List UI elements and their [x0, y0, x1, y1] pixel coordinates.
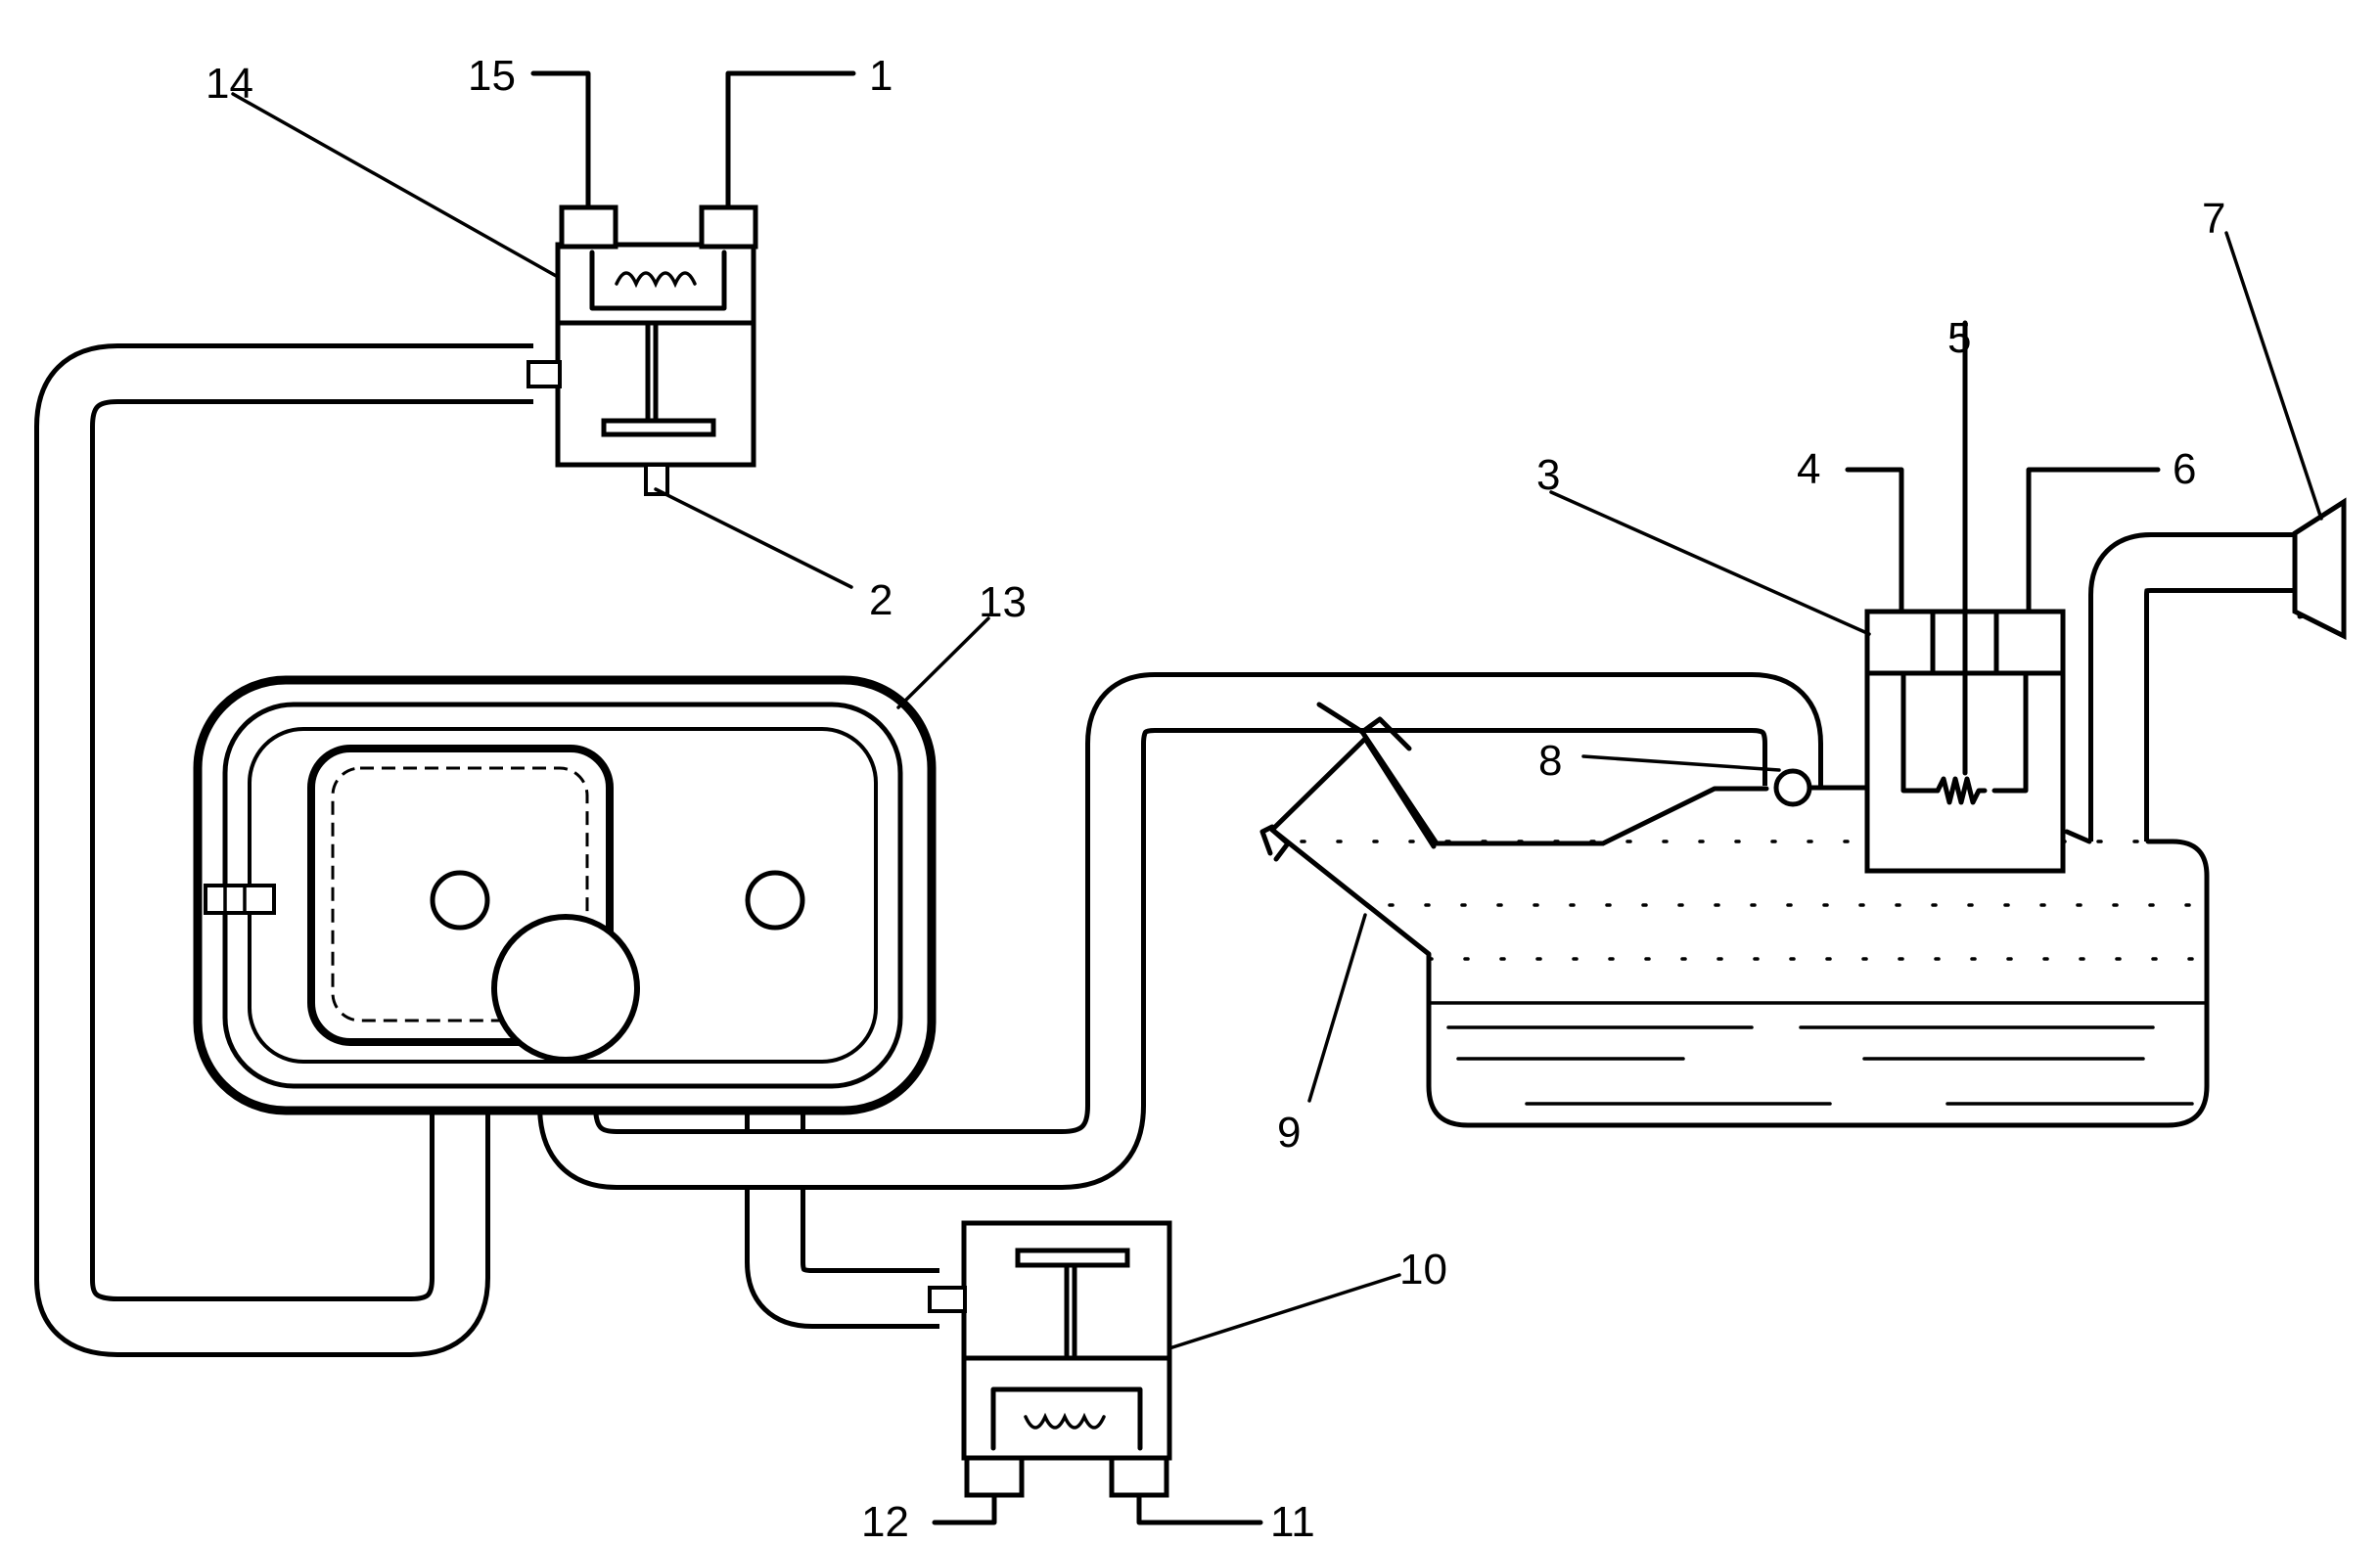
label-5: 5	[1947, 314, 1971, 362]
leader-lines	[231, 92, 2323, 1350]
fuel-tank	[1259, 702, 2210, 1128]
label-9: 9	[1277, 1109, 1301, 1157]
hose-purge-to-canister	[34, 343, 533, 1357]
hose-tank-to-canister	[537, 672, 1823, 1190]
fuel-tank-sensor-module	[1845, 320, 2161, 874]
label-2: 2	[869, 576, 892, 624]
rollover-valve	[1773, 768, 1812, 807]
fuel-surface-dots	[1300, 840, 2204, 961]
purge-solenoid	[526, 70, 856, 496]
label-1: 1	[869, 52, 892, 100]
label-4: 4	[1797, 445, 1820, 493]
label-11: 11	[1270, 1498, 1315, 1545]
vent-solenoid	[928, 1220, 1263, 1525]
callout-labels: 15 14 1 2 13 3 4 5 6 7 8 9 10 11 12	[206, 52, 2225, 1545]
label-14: 14	[206, 60, 253, 108]
label-15: 15	[468, 52, 516, 100]
evap-canister	[193, 675, 937, 1115]
label-6: 6	[2173, 445, 2196, 493]
label-13: 13	[979, 578, 1027, 626]
label-10: 10	[1399, 1246, 1447, 1294]
label-7: 7	[2202, 195, 2225, 243]
label-3: 3	[1536, 451, 1560, 499]
label-12: 12	[861, 1498, 909, 1545]
hose-vent-to-canister	[745, 900, 939, 1329]
label-8: 8	[1538, 737, 1562, 785]
hose-tank-to-filler-neck	[2088, 532, 2300, 841]
filler-cap	[2292, 497, 2347, 641]
